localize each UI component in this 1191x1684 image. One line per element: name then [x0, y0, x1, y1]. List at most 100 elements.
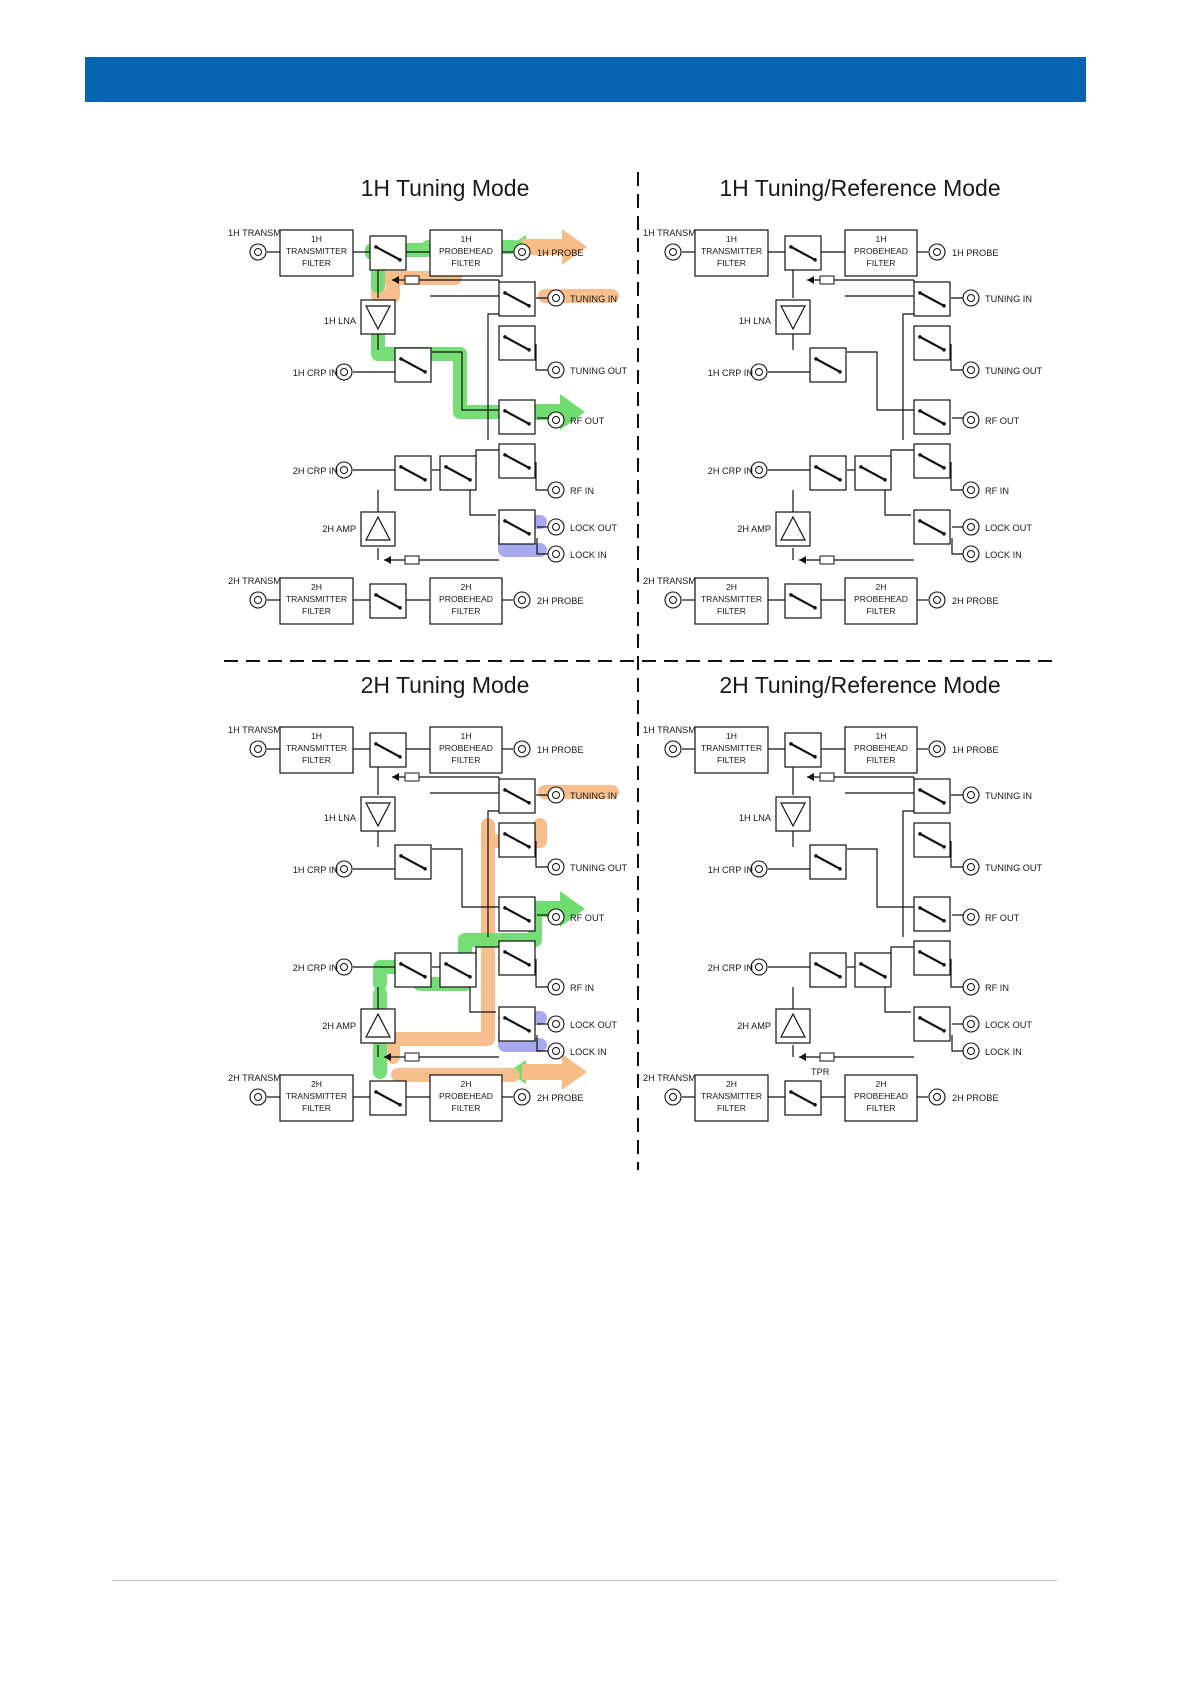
label-tuning-in: TUNING IN — [570, 294, 617, 304]
label-rf-out: RF OUT — [985, 416, 1020, 426]
label-1h-lna: 1H LNA — [324, 813, 357, 823]
block-1h-transmitter-filter — [279, 726, 354, 774]
switch-2h-crp-b-contact — [468, 478, 472, 482]
highlight-layer — [373, 785, 619, 1090]
block-1h-probehead-filter-text: FILTER — [867, 755, 896, 765]
connector-2h-transm-inner — [254, 1093, 262, 1101]
connector-rf-in — [962, 481, 980, 499]
connector-2h-probe-inner — [933, 1093, 941, 1101]
connector-2h-transm-inner — [254, 596, 262, 604]
switch-2h-probe-blade — [790, 1090, 816, 1106]
switch-tuning-out-contact — [942, 845, 946, 849]
label-1h-transm: 1H TRANSM — [643, 228, 696, 238]
label-1h-probe: 1H PROBE — [952, 248, 998, 258]
switch-1h-crp-blade — [400, 854, 426, 870]
switch-tuning-in-pivot — [503, 291, 507, 295]
switch-lock-pivot — [503, 519, 507, 523]
block-2h-transmitter-filter — [279, 577, 354, 625]
connector-1h-transm — [249, 740, 267, 758]
connector-1h-crp-in — [750, 860, 768, 878]
block-1h-transmitter-filter-text: 1H — [311, 234, 322, 244]
label-rf-in: RF IN — [985, 486, 1009, 496]
label-tuning-out: TUNING OUT — [570, 863, 628, 873]
label-1h-transm: 1H TRANSM — [228, 725, 281, 735]
switch-lock-blade — [504, 519, 530, 535]
connector-2h-crp-in-inner — [340, 963, 348, 971]
connector-1h-transm-inner — [254, 745, 262, 753]
label-1h-probe: 1H PROBE — [537, 745, 583, 755]
connector-lock-out — [547, 518, 565, 536]
switch-tuning-out-pivot — [918, 335, 922, 339]
switch-1h-crp-pivot — [399, 854, 403, 858]
block-1h-probehead-filter-text: 1H — [876, 731, 887, 741]
switch-1h-probe-contact — [813, 258, 817, 262]
block-1h-probehead-filter-text: FILTER — [867, 258, 896, 268]
connector-tuning-in — [547, 289, 565, 307]
label-2h-amp: 2H AMP — [737, 1021, 771, 1031]
label-2h-probe: 2H PROBE — [952, 1093, 998, 1103]
switch-1h-crp-contact — [838, 867, 842, 871]
block-1h-transmitter-filter-text: FILTER — [302, 258, 331, 268]
connector-1h-probe — [928, 243, 946, 261]
block-1h-transmitter-filter-text: FILTER — [302, 755, 331, 765]
label-rf-out: RF OUT — [570, 416, 605, 426]
block-2h-probehead-filter — [844, 577, 918, 625]
label-lock-in: LOCK IN — [570, 1047, 607, 1057]
label-1h-probe: 1H PROBE — [537, 248, 583, 258]
switch-lock-pivot — [503, 1016, 507, 1020]
panel-title: 1H Tuning Mode — [361, 175, 530, 201]
wire — [535, 344, 553, 371]
label-tuning-in: TUNING IN — [570, 791, 617, 801]
connector-lock-out-inner — [967, 1020, 975, 1028]
label-1h-transm: 1H TRANSM — [228, 228, 281, 238]
panel-3: 2H Tuning Mode1HTRANSMITTERFILTER1HPROBE… — [228, 672, 628, 1122]
connector-tuning-in-inner — [967, 791, 975, 799]
wire — [890, 449, 914, 470]
switch-lock-contact — [527, 532, 531, 536]
block-1h-probehead-filter-text: FILTER — [452, 755, 481, 765]
connector-lock-in — [962, 545, 980, 563]
switch-rf-out-blade — [504, 409, 530, 425]
connector-lock-out-inner — [552, 523, 560, 531]
wire — [950, 841, 968, 868]
connector-rf-in-inner — [967, 983, 975, 991]
connector-rf-out — [962, 411, 980, 429]
switch-rf-out-blade — [919, 906, 945, 922]
label-1h-lna: 1H LNA — [324, 316, 357, 326]
wire-arrowhead — [392, 773, 399, 781]
block-1h-transmitter-filter-text: TRANSMITTER — [701, 743, 762, 753]
switch-1h-crp-contact — [838, 370, 842, 374]
switch-rf-in-blade — [504, 453, 530, 469]
block-1h-transmitter-filter-text: 1H — [726, 234, 737, 244]
connector-tuning-in — [962, 289, 980, 307]
block-1h-probehead-filter-text: PROBEHEAD — [439, 743, 493, 753]
switch-2h-probe-blade — [790, 593, 816, 609]
switch-1h-probe-pivot — [374, 742, 378, 746]
block-2h-probehead-filter-text: 2H — [461, 582, 472, 592]
switch-tuning-out-contact — [527, 845, 531, 849]
block-2h-transmitter-filter-text: 2H — [311, 1079, 322, 1089]
switch-1h-crp-contact — [423, 867, 427, 871]
block-2h-amp-triangle — [365, 515, 391, 541]
connector-tuning-in-inner — [552, 791, 560, 799]
block-2h-transmitter-filter-text: TRANSMITTER — [286, 594, 347, 604]
connector-lock-in-inner — [552, 1047, 560, 1055]
connector-tuning-out-inner — [967, 863, 975, 871]
switch-2h-probe-contact — [398, 1103, 402, 1107]
switch-2h-crp-b-contact — [883, 975, 887, 979]
label-2h-crp-in: 2H CRP IN — [293, 963, 338, 973]
label-2h-probe: 2H PROBE — [952, 596, 998, 606]
wire — [950, 344, 968, 371]
switch-rf-out-blade — [919, 409, 945, 425]
connector-2h-crp-in — [335, 958, 353, 976]
switch-2h-crp-pivot — [814, 962, 818, 966]
block-1h-transmitter-filter-text: 1H — [726, 731, 737, 741]
connector-rf-out-inner — [967, 913, 975, 921]
switch-1h-crp-blade — [815, 854, 841, 870]
switch-2h-crp-contact — [838, 975, 842, 979]
switch-2h-crp-b-blade — [445, 962, 471, 978]
block-1h-transmitter-filter — [694, 229, 769, 277]
label-tuning-out: TUNING OUT — [570, 366, 628, 376]
label-1h-lna: 1H LNA — [739, 316, 772, 326]
